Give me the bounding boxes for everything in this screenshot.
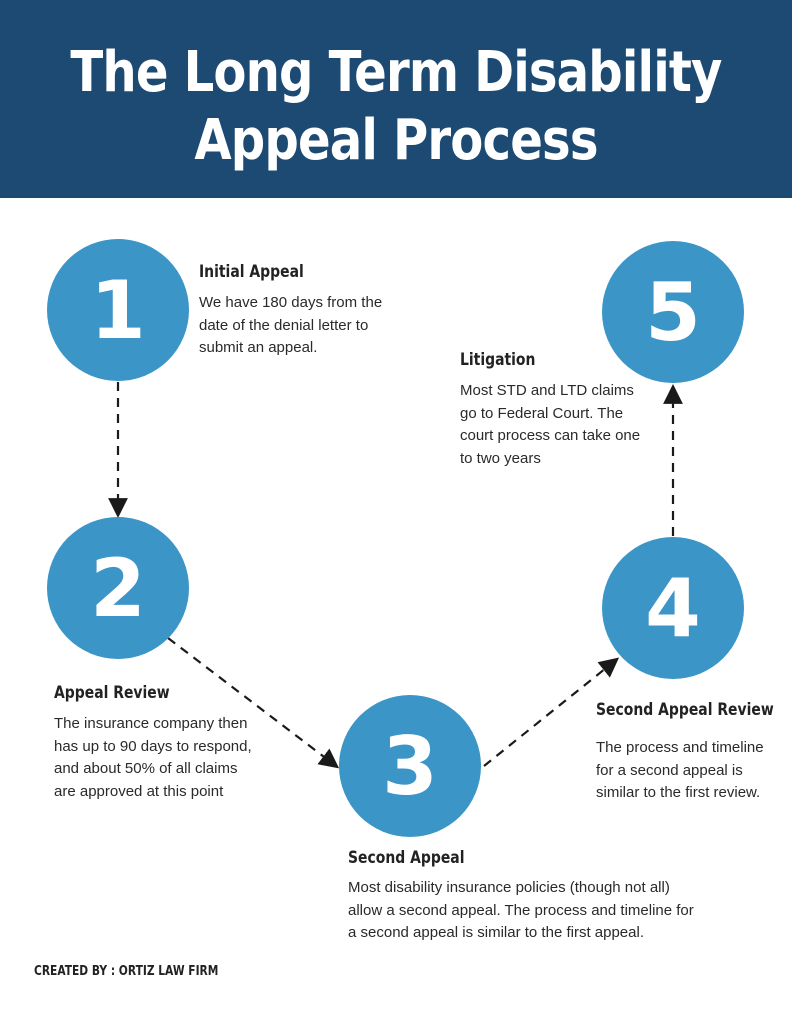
- step-5-description: Most STD and LTD claims go to Federal Co…: [460, 380, 640, 470]
- step-5-line: go to Federal Court. The: [460, 404, 624, 422]
- step-2-line: are approved at this point: [54, 782, 224, 800]
- step-1-line: We have 180 days from the: [199, 294, 383, 311]
- step-3-line: Most disability insurance policies (thou…: [348, 879, 670, 896]
- step-4-number: 4: [645, 562, 701, 655]
- step-3-title: Second Appeal: [348, 848, 465, 868]
- step-2-line: and about 50% of all claims: [54, 760, 238, 777]
- step-4-line: for a second appeal is: [596, 761, 743, 779]
- step-2-title: Appeal Review: [54, 683, 170, 703]
- step-2-description: The insurance company then has up to 90 …: [54, 713, 252, 803]
- step-3-line: a second appeal is similar to the first …: [348, 924, 644, 941]
- step-1-line: submit an appeal.: [199, 339, 318, 356]
- step-2-line: has up to 90 days to respond,: [54, 737, 252, 755]
- step-4-line: similar to the first review.: [596, 784, 761, 801]
- header-banner: The Long Term Disability Appeal Process: [0, 0, 792, 198]
- step-5-line: Most STD and LTD claims: [460, 382, 634, 399]
- step-3-line: allow a second appeal. The process and t…: [348, 901, 694, 919]
- step-3-number: 3: [382, 720, 438, 813]
- step-5-line: court process can take one: [460, 427, 641, 444]
- page-title-line-1: The Long Term Disability: [70, 40, 722, 105]
- step-1-circle: 1: [47, 239, 189, 381]
- footer-credit: CREATED BY : ORTIZ LAW FIRM: [34, 964, 219, 979]
- step-3-circle: 3: [339, 695, 481, 837]
- step-4-description: The process and timeline for a second ap…: [596, 737, 764, 805]
- connector-2-to-3: [167, 637, 340, 769]
- step-5-line: to two years: [460, 449, 541, 467]
- step-5-number: 5: [645, 266, 701, 359]
- step-1-description: We have 180 days from the date of the de…: [199, 292, 382, 360]
- step-2-number: 2: [90, 542, 146, 635]
- step-4-title: Second Appeal Review: [596, 700, 774, 720]
- step-5-circle: 5: [602, 241, 744, 383]
- step-5-title: Litigation: [460, 350, 536, 370]
- step-4-circle: 4: [602, 537, 744, 679]
- step-3-description: Most disability insurance policies (thou…: [348, 877, 694, 945]
- step-1-line: date of the denial letter to: [199, 316, 369, 334]
- step-2-circle: 2: [47, 517, 189, 659]
- step-4-line: The process and timeline: [596, 739, 764, 756]
- step-1-title: Initial Appeal: [199, 262, 304, 282]
- step-1-number: 1: [90, 264, 146, 357]
- page-title-line-2: Appeal Process: [194, 108, 598, 173]
- step-2-line: The insurance company then: [54, 715, 248, 732]
- connector-3-to-4: [483, 657, 620, 767]
